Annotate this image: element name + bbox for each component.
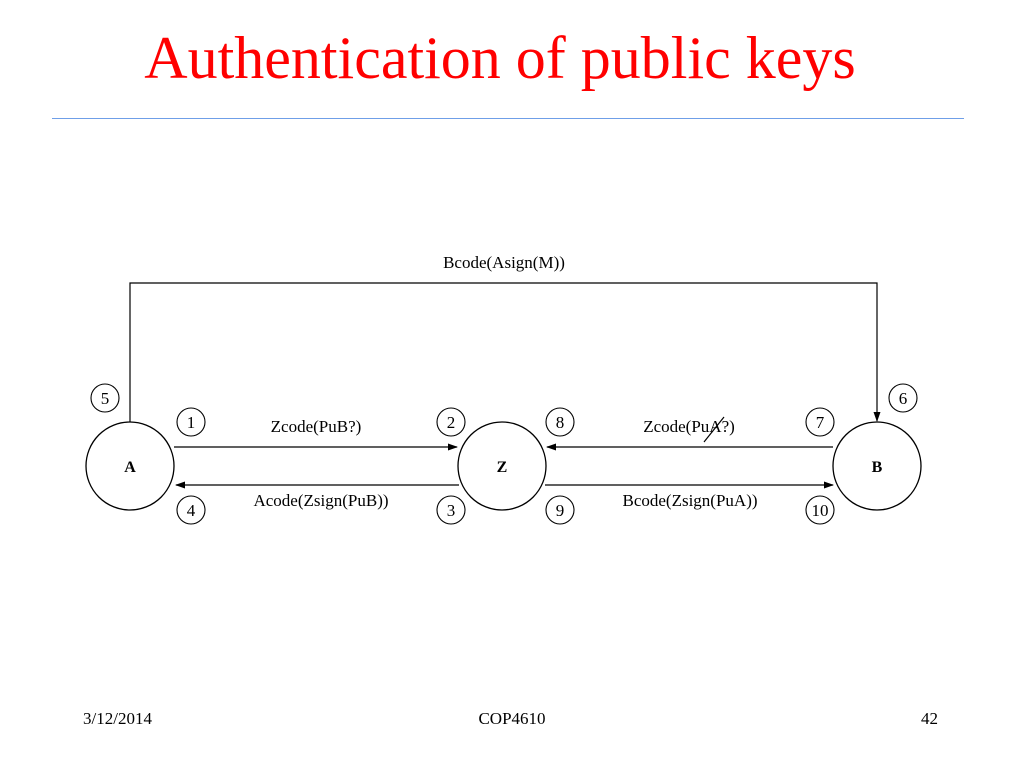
footer-course: COP4610 bbox=[478, 709, 546, 728]
footer-date: 3/12/2014 bbox=[83, 709, 152, 728]
step-badge-2: 2 bbox=[436, 407, 466, 437]
node-a bbox=[85, 421, 175, 511]
node-z bbox=[457, 421, 547, 511]
z-to-a-label: Acode(Zsign(PuB)) bbox=[253, 491, 388, 510]
top-message-arrow bbox=[129, 282, 881, 423]
z-to-b-label: Bcode(Zsign(PuA)) bbox=[622, 491, 757, 510]
step-badge-6: 6 bbox=[888, 383, 918, 413]
slide-title: Authentication of public keys bbox=[144, 25, 856, 91]
step-number: 8 bbox=[556, 413, 565, 432]
step-number: 2 bbox=[447, 413, 456, 432]
footer-page-number: 42 bbox=[921, 709, 938, 728]
step-badge-3: 3 bbox=[436, 495, 466, 525]
step-number: 5 bbox=[101, 389, 110, 408]
node-a-label: A bbox=[124, 459, 136, 476]
step-number: 9 bbox=[556, 501, 565, 520]
title-divider bbox=[52, 118, 964, 119]
step-badge-1: 1 bbox=[176, 407, 206, 437]
step-number: 3 bbox=[447, 501, 456, 520]
strike-mark bbox=[703, 416, 725, 443]
step-number: 1 bbox=[187, 413, 196, 432]
step-number: 10 bbox=[812, 501, 829, 520]
step-number: 7 bbox=[816, 413, 825, 432]
top-message-label: Bcode(Asign(M)) bbox=[443, 253, 565, 272]
step-badge-5: 5 bbox=[90, 383, 120, 413]
node-b bbox=[832, 421, 922, 511]
node-z-label: Z bbox=[497, 459, 508, 476]
step-badge-7: 7 bbox=[805, 407, 835, 437]
step-badge-10: 10 bbox=[805, 495, 835, 525]
step-badge-8: 8 bbox=[545, 407, 575, 437]
node-b-label: B bbox=[872, 459, 883, 476]
step-badge-4: 4 bbox=[176, 495, 206, 525]
step-number: 4 bbox=[187, 501, 196, 520]
step-number: 6 bbox=[899, 389, 908, 408]
step-badge-9: 9 bbox=[545, 495, 575, 525]
a-to-z-label: Zcode(PuB?) bbox=[271, 417, 362, 436]
